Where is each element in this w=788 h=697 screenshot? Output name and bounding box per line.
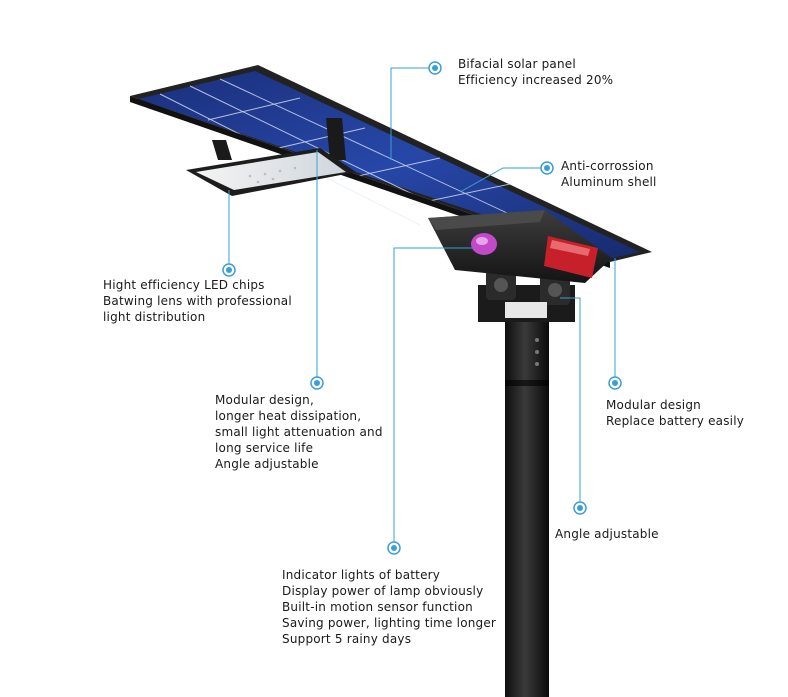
callout-line: Aluminum shell [561,175,657,189]
callout-line: small light attenuation and [215,425,383,439]
callout-dots [222,61,622,555]
callout-line: Support 5 rainy days [282,632,412,646]
callout-dot-icon [540,161,554,175]
callout-line: Modular design [606,398,701,412]
led-lamp-module [186,118,356,196]
callout-bracket: Angle adjustable [555,526,659,542]
callout-line: Indicator lights of battery [282,568,441,582]
callout-dot-icon [608,376,622,390]
callout-indicator: Indicator lights of battery Display powe… [282,567,496,647]
adjustable-bracket [478,270,575,322]
callout-dot-icon [310,376,324,390]
pole [505,320,549,697]
callout-led-chips: Hight efficiency LED chips Batwing lens … [103,277,292,325]
callout-dot-icon [428,61,442,75]
callout-dot-icon [573,501,587,515]
callout-line: longer heat dissipation, [215,409,362,423]
callout-line: Batwing lens with professional [103,294,292,308]
battery-housing [428,210,612,283]
callout-dot-icon [387,541,401,555]
callout-shell: Anti-corrossion Aluminum shell [561,158,657,190]
callout-line: long service life [215,441,314,455]
callout-line: light distribution [103,310,206,324]
callout-solar-panel: Bifacial solar panel Efficiency increase… [458,56,613,88]
callout-battery-module: Modular design Replace battery easily [606,397,744,429]
callout-line: Hight efficiency LED chips [103,278,265,292]
callout-line: Replace battery easily [606,414,745,428]
callout-line: Modular design, [215,393,314,407]
callout-line: Bifacial solar panel [458,57,576,71]
callout-dot-icon [222,263,236,277]
callout-line: Angle adjustable [215,457,319,471]
callout-line: Angle adjustable [555,527,659,541]
callout-line: Anti-corrossion [561,159,654,173]
callout-line: Built-in motion sensor function [282,600,473,614]
callout-line: Efficiency increased 20% [458,73,614,87]
callout-line: Saving power, lighting time longer [282,616,497,630]
callout-modular-lamp: Modular design, longer heat dissipation,… [215,392,383,472]
callout-line: Display power of lamp obviously [282,584,484,598]
callout-leaders [228,67,616,548]
